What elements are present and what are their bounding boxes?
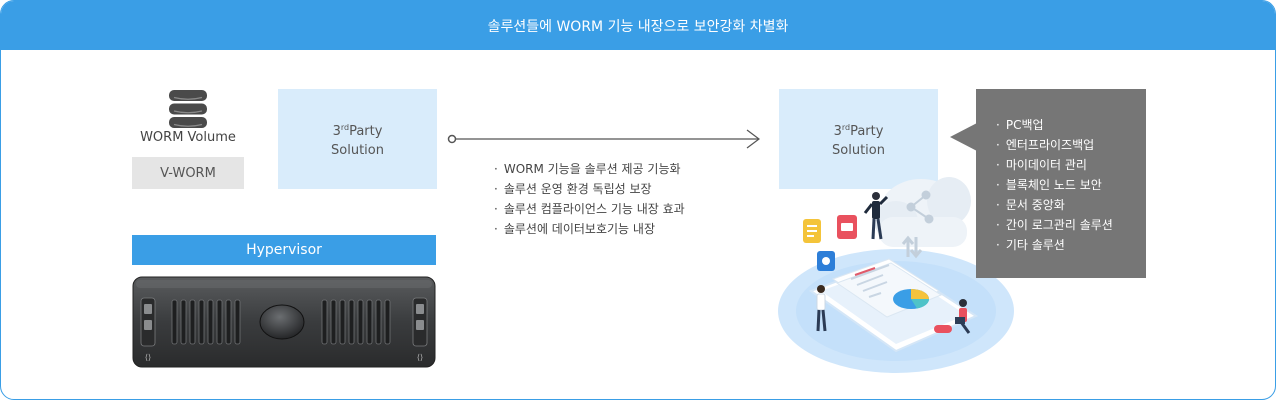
third-party-solution-box-right: 3rdParty Solution — [779, 89, 938, 189]
person-figure — [863, 192, 889, 240]
person-figure — [816, 285, 827, 332]
v-worm-label: V-WORM — [160, 165, 216, 181]
header-banner: 솔루션들에 WORM 기능 내장으로 보안강화 차별화 — [1, 1, 1275, 50]
third-party-solution-box-left: 3rdParty Solution — [278, 89, 437, 189]
feature-item: 솔루션 운영 환경 독립성 보장 — [494, 179, 685, 199]
solution-line2: Solution — [832, 143, 885, 158]
feature-item: 솔루션 컴플라이언스 기능 내장 효과 — [494, 199, 685, 219]
use-case-item: 문서 중앙화 — [996, 195, 1113, 215]
use-case-list: PC백업 엔터프라이즈백업 마이데이터 관리 블록체인 노드 보안 문서 중앙화… — [996, 115, 1113, 255]
header-title: 솔루션들에 WORM 기능 내장으로 보안강화 차별화 — [487, 18, 789, 35]
feature-item: 솔루션에 데이터보호기능 내장 — [494, 219, 685, 239]
feature-item: WORM 기능을 솔루션 제공 기능화 — [494, 159, 685, 179]
solution-line2: Solution — [331, 143, 384, 158]
svg-text:⟨⟩: ⟨⟩ — [145, 353, 151, 362]
v-worm-box: V-WORM — [132, 157, 244, 189]
use-case-item: 간이 로그관리 솔루션 — [996, 215, 1113, 235]
use-case-item: 블록체인 노드 보안 — [996, 175, 1113, 195]
hypervisor-bar: Hypervisor — [132, 235, 436, 265]
connector-arrow — [447, 129, 760, 149]
cloud-icon — [874, 177, 971, 247]
use-case-item: 마이데이터 관리 — [996, 155, 1113, 175]
person-figure — [955, 299, 971, 334]
server-icon: ⟨⟩ ⟨⟩ — [132, 276, 436, 368]
cloud-document-illustration — [778, 177, 1014, 373]
feature-list: WORM 기능을 솔루션 제공 기능화 솔루션 운영 환경 독립성 보장 솔루션… — [494, 159, 685, 239]
callout-tail — [950, 123, 977, 151]
use-case-item: 기타 솔루션 — [996, 235, 1113, 255]
database-icon — [169, 90, 207, 128]
svg-text:⟨⟩: ⟨⟩ — [417, 353, 423, 362]
use-case-item: 엔터프라이즈백업 — [996, 135, 1113, 155]
use-case-item: PC백업 — [996, 115, 1113, 135]
worm-volume-label: WORM Volume — [140, 130, 236, 145]
solution-name-line: 3rdParty — [332, 123, 383, 139]
hypervisor-label: Hypervisor — [246, 242, 322, 258]
solution-name-line: 3rdParty — [833, 123, 884, 139]
pie-chart-icon — [893, 289, 930, 309]
